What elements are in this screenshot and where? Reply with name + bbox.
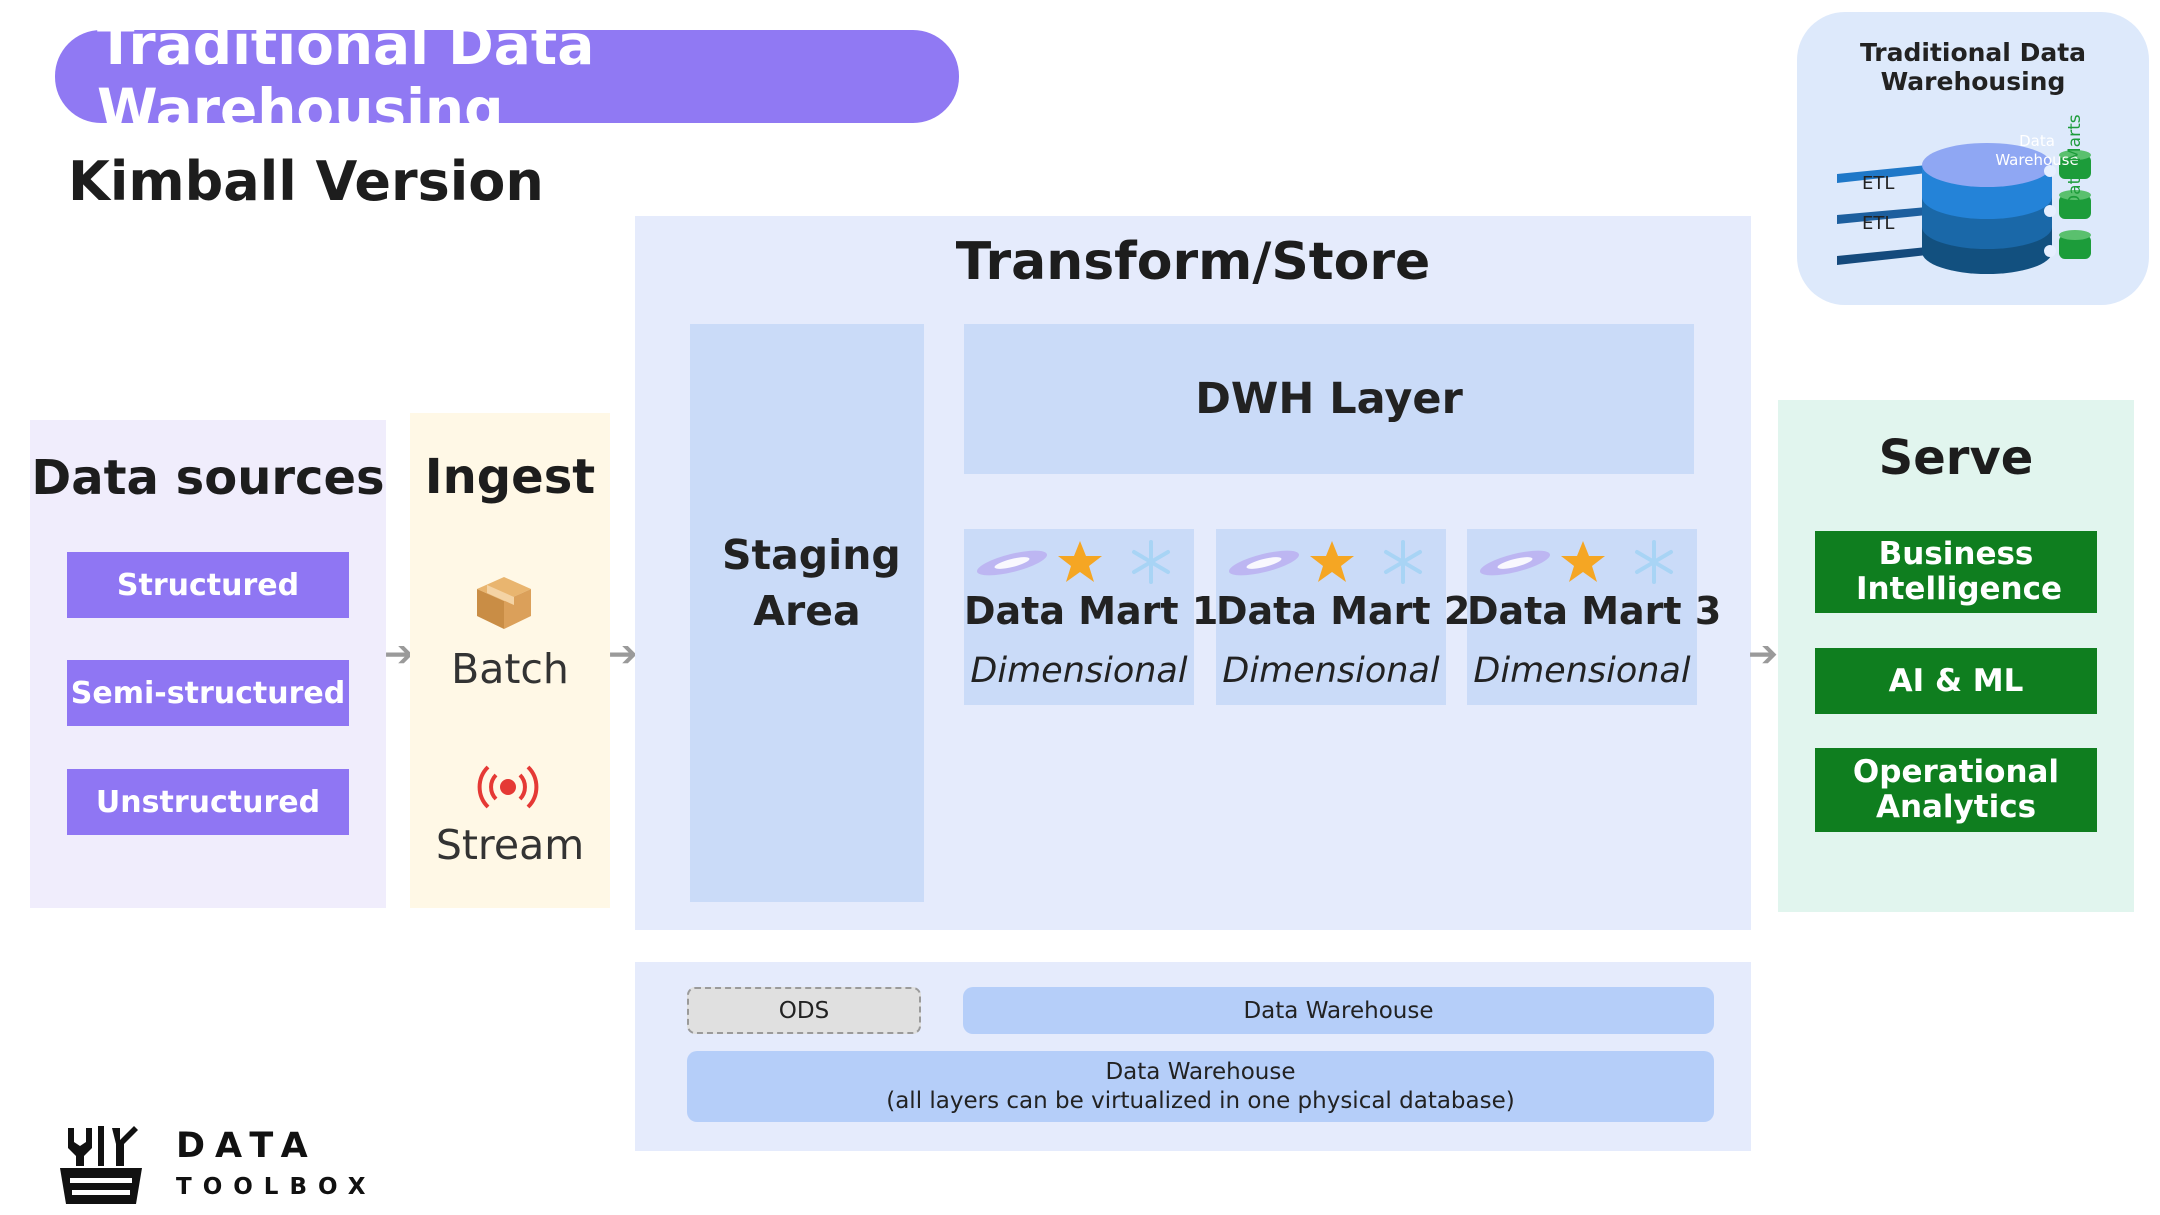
ods-box: ODS (687, 987, 921, 1034)
data-mart-subtitle: Dimensional (970, 651, 1188, 691)
data-mart-3: Data Mart 3 Dimensional (1467, 529, 1722, 705)
mart-icons (1216, 537, 1446, 587)
galaxy-icon (977, 550, 1047, 576)
ingest-panel: Ingest Batch Stream (410, 413, 610, 908)
logo-text-data: DATA (176, 1126, 318, 1166)
mart-icons (964, 537, 1194, 587)
thumbnail-etl-1: ETL (1862, 173, 1895, 194)
serve-ai-ml[interactable]: AI & ML (1815, 648, 2097, 714)
dwh-layer: DWH Layer (964, 324, 1694, 474)
source-structured[interactable]: Structured (67, 552, 349, 618)
physical-layer-panel: ODS Data Warehouse Data Warehouse (all l… (635, 962, 1751, 1151)
thumbnail-title: Traditional Data Warehousing (1859, 38, 2087, 96)
logo-text-toolbox: TOOLBOX (176, 1174, 377, 1200)
source-unstructured[interactable]: Unstructured (67, 769, 349, 835)
data-mart-title: Data Mart 1 (964, 589, 1219, 633)
transform-heading: Transform/Store (955, 232, 1431, 292)
thumbnail-marts-label: Data Marts (2065, 114, 2085, 208)
dw-virtual-line2: (all layers can be virtualized in one ph… (886, 1087, 1515, 1114)
database-icon (1837, 143, 2091, 274)
snowflake-icon (1132, 540, 1170, 584)
data-mart-title: Data Mart 3 (1467, 589, 1722, 633)
source-semi-structured[interactable]: Semi-structured (67, 660, 349, 726)
page-title: Traditional Data Warehousing (55, 13, 959, 141)
box-icon (473, 571, 535, 633)
staging-label: Staging Area (722, 531, 901, 635)
snowflake-icon (1635, 540, 1673, 584)
dw-virtual-line1: Data Warehouse (1105, 1058, 1296, 1085)
transform-store-panel: Transform/Store Staging Area DWH Layer D… (635, 216, 1751, 930)
serve-business-intelligence[interactable]: Business Intelligence (1815, 531, 2097, 613)
data-sources-heading: Data sources (31, 450, 385, 506)
data-warehouse-bar: Data Warehouse (963, 987, 1714, 1034)
star-icon (1058, 541, 1102, 582)
arrow-right-icon: ➔ (1748, 634, 1779, 675)
data-mart-title: Data Mart 2 (1216, 589, 1471, 633)
snowflake-icon (1384, 540, 1422, 584)
data-mart-2: Data Mart 2 Dimensional (1216, 529, 1471, 705)
arrow-right-icon: ➔ (384, 634, 415, 675)
data-mart-subtitle: Dimensional (1222, 651, 1440, 691)
ingest-heading: Ingest (424, 449, 596, 505)
batch-label: Batch (451, 645, 569, 693)
serve-panel: Serve Business Intelligence AI & ML Oper… (1778, 400, 2134, 912)
serve-bi-label: Business Intelligence (1856, 536, 2063, 607)
stream-label: Stream (435, 821, 585, 869)
data-mart-subtitle: Dimensional (1473, 651, 1691, 691)
thumbnail-card: Traditional Data Warehousing Data (1797, 12, 2149, 305)
data-mart-1: Data Mart 1 Dimensional (964, 529, 1219, 705)
toolbox-logo-icon (60, 1126, 142, 1204)
broadcast-icon (476, 761, 540, 813)
staging-area: Staging Area (690, 324, 924, 902)
arrow-right-icon: ➔ (608, 634, 639, 675)
mart-icons (1467, 537, 1697, 587)
data-sources-panel: Data sources Structured Semi-structured … (30, 420, 386, 908)
thumbnail-db-label: Data Warehouse (1995, 132, 2079, 169)
star-icon (1561, 541, 1605, 582)
galaxy-icon (1229, 550, 1299, 576)
galaxy-icon (1480, 550, 1550, 576)
star-icon (1310, 541, 1354, 582)
serve-operational-analytics[interactable]: Operational Analytics (1815, 748, 2097, 832)
serve-heading: Serve (1878, 430, 2034, 486)
page-subtitle: Kimball Version (68, 150, 544, 213)
serve-oa-label: Operational Analytics (1852, 754, 2060, 825)
thumbnail-etl-2: ETL (1862, 213, 1895, 234)
data-warehouse-virtual-box: Data Warehouse (all layers can be virtua… (687, 1051, 1714, 1122)
